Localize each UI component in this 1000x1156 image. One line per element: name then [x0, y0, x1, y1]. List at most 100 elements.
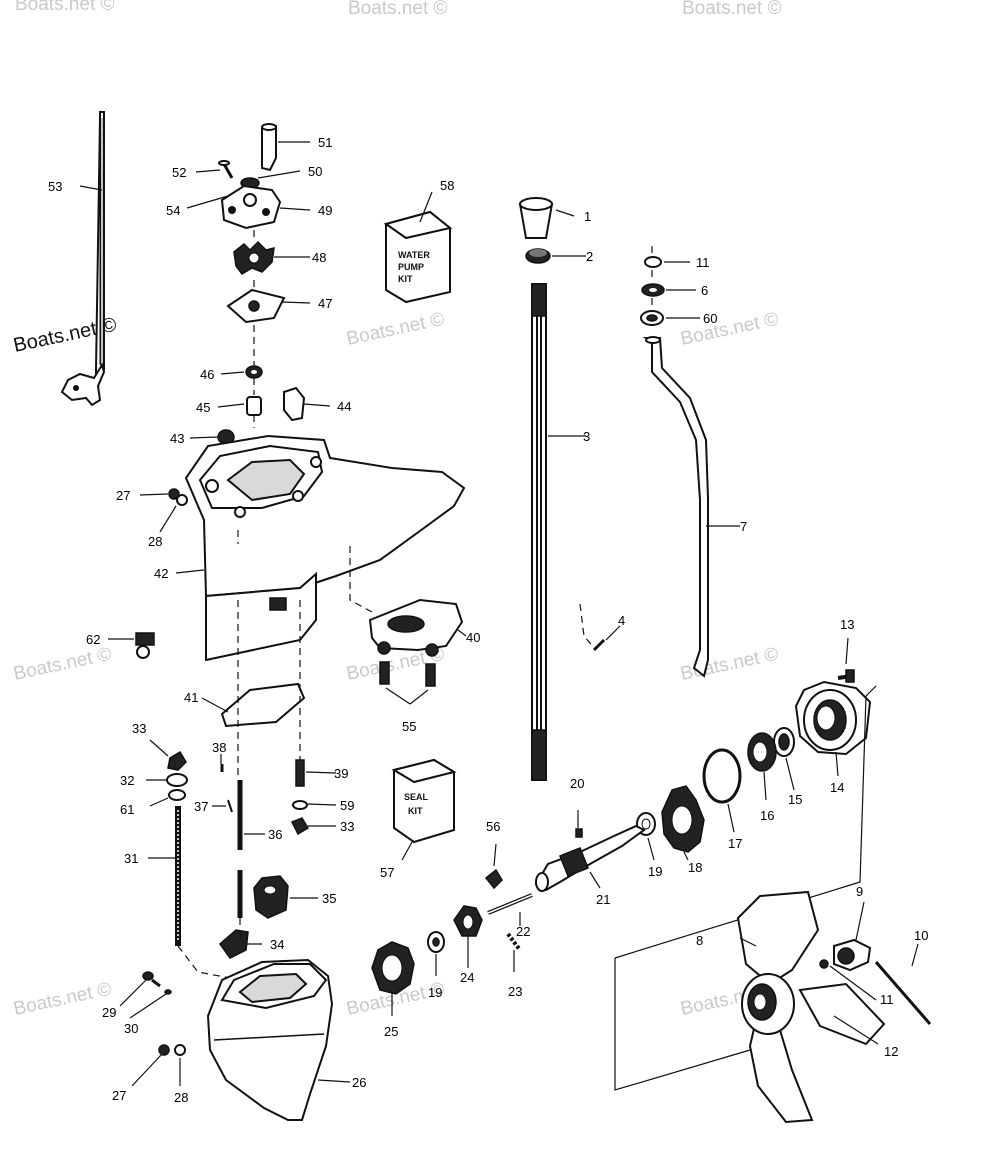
bearing-carrier-14: [794, 680, 872, 756]
part-label: 26: [352, 1075, 366, 1090]
part-label: 33: [340, 819, 354, 834]
bearing-16: [747, 732, 777, 772]
bushing-1: [518, 197, 554, 239]
part-label: 20: [570, 776, 584, 791]
part-label: 11: [696, 255, 710, 270]
part-label: 19: [648, 864, 662, 879]
part-label: 15: [788, 792, 802, 807]
part-label: 27: [116, 488, 130, 503]
part-label: 12: [884, 1044, 898, 1059]
bearing-15: [773, 727, 795, 757]
nut-33a: [167, 750, 187, 771]
part-label: 46: [200, 367, 214, 382]
water-pump-kit-58: WATER PUMP KIT: [383, 210, 453, 304]
part-label: 3: [583, 429, 590, 444]
forward-gear-25: [371, 941, 415, 995]
part-label: 38: [212, 740, 226, 755]
part-label: 44: [337, 399, 351, 414]
part-label: 59: [340, 798, 354, 813]
kit-text: PUMP: [398, 262, 424, 272]
stud-39: [295, 759, 305, 787]
part-label: 7: [740, 519, 747, 534]
part-label: 54: [166, 203, 180, 218]
kit-text: WATER: [398, 250, 430, 260]
part-label: 18: [688, 860, 702, 875]
spacer-2: [525, 248, 551, 264]
cotter-pin-10: [874, 961, 932, 1025]
part-label: 43: [170, 431, 184, 446]
seal-46: [245, 365, 263, 379]
part-label: 49: [318, 203, 332, 218]
part-label: 61: [120, 802, 134, 817]
part-label: 28: [174, 1090, 188, 1105]
part-label: 22: [516, 924, 530, 939]
watermark: Boats.net ©: [345, 309, 447, 350]
part-label: 57: [380, 865, 394, 880]
part-label: 35: [322, 891, 336, 906]
part-label: 14: [830, 780, 844, 795]
watermark: Boats.net ©: [679, 644, 781, 685]
face-plate-47: [226, 288, 286, 324]
part-label: 1: [584, 209, 591, 224]
part-label: 4: [618, 613, 625, 628]
nut-33b: [290, 817, 310, 836]
screw-62: [135, 632, 155, 659]
kit-text: SEAL: [404, 792, 429, 802]
part-label: 48: [312, 250, 326, 265]
part-label: 56: [486, 819, 500, 834]
part-label: 50: [308, 164, 322, 179]
part-label: 30: [124, 1021, 138, 1036]
bushing-45: [246, 396, 262, 416]
water-tube-guide-44: [283, 386, 306, 422]
part-label: 25: [384, 1024, 398, 1039]
cam-follower-22: [487, 893, 533, 915]
washer-6: [641, 283, 665, 297]
cam-34: [218, 929, 249, 959]
part-label: 17: [728, 836, 742, 851]
washer-30: [164, 989, 172, 995]
watermark: Boats.net ©: [15, 0, 115, 15]
part-label: 27: [112, 1088, 126, 1103]
part-label: 45: [196, 400, 210, 415]
part-label: 42: [154, 566, 168, 581]
driveshaft-3: [531, 283, 547, 781]
part-label: 28: [148, 534, 162, 549]
part-label: 39: [334, 766, 348, 781]
part-label: 62: [86, 632, 100, 647]
part-label: 47: [318, 296, 332, 311]
part-label: 9: [856, 884, 863, 899]
detent-56: [484, 868, 503, 890]
pin-20: [575, 828, 583, 838]
kit-text: KIT: [398, 274, 413, 284]
gasket-41: [220, 682, 306, 728]
part-labels: 51 52 50 53 54 49 48 47 46 45 44 43 27 2…: [48, 135, 928, 1105]
washer-28a: [176, 494, 188, 506]
pinion-35: [253, 875, 289, 919]
screw-52: [218, 160, 234, 179]
shift-shaft-7: [642, 336, 709, 678]
screw-37: [227, 799, 233, 813]
part-label: 40: [466, 630, 480, 645]
part-label: 32: [120, 773, 134, 788]
part-label: 6: [701, 283, 708, 298]
part-label: 8: [696, 933, 703, 948]
part-label: 21: [596, 892, 610, 907]
leader-lines: [79, 141, 919, 1087]
washer-11a: [644, 256, 662, 268]
part-label: 58: [440, 178, 454, 193]
watermark: Boats.net ©: [348, 0, 448, 19]
water-tube-51: [261, 123, 277, 172]
part-label: 11: [880, 992, 894, 1007]
part-label: 24: [460, 970, 474, 985]
gearcase-26: [206, 958, 334, 1121]
part-label: 60: [703, 311, 717, 326]
part-label: 36: [268, 827, 282, 842]
part-label: 55: [402, 719, 416, 734]
impeller-48: [233, 240, 275, 275]
kit-text: KIT: [408, 806, 423, 816]
seal-60: [640, 310, 664, 326]
part-label: 34: [270, 937, 284, 952]
washer-59: [292, 800, 308, 810]
washer-32: [166, 773, 188, 787]
screw-27b: [158, 1044, 170, 1056]
